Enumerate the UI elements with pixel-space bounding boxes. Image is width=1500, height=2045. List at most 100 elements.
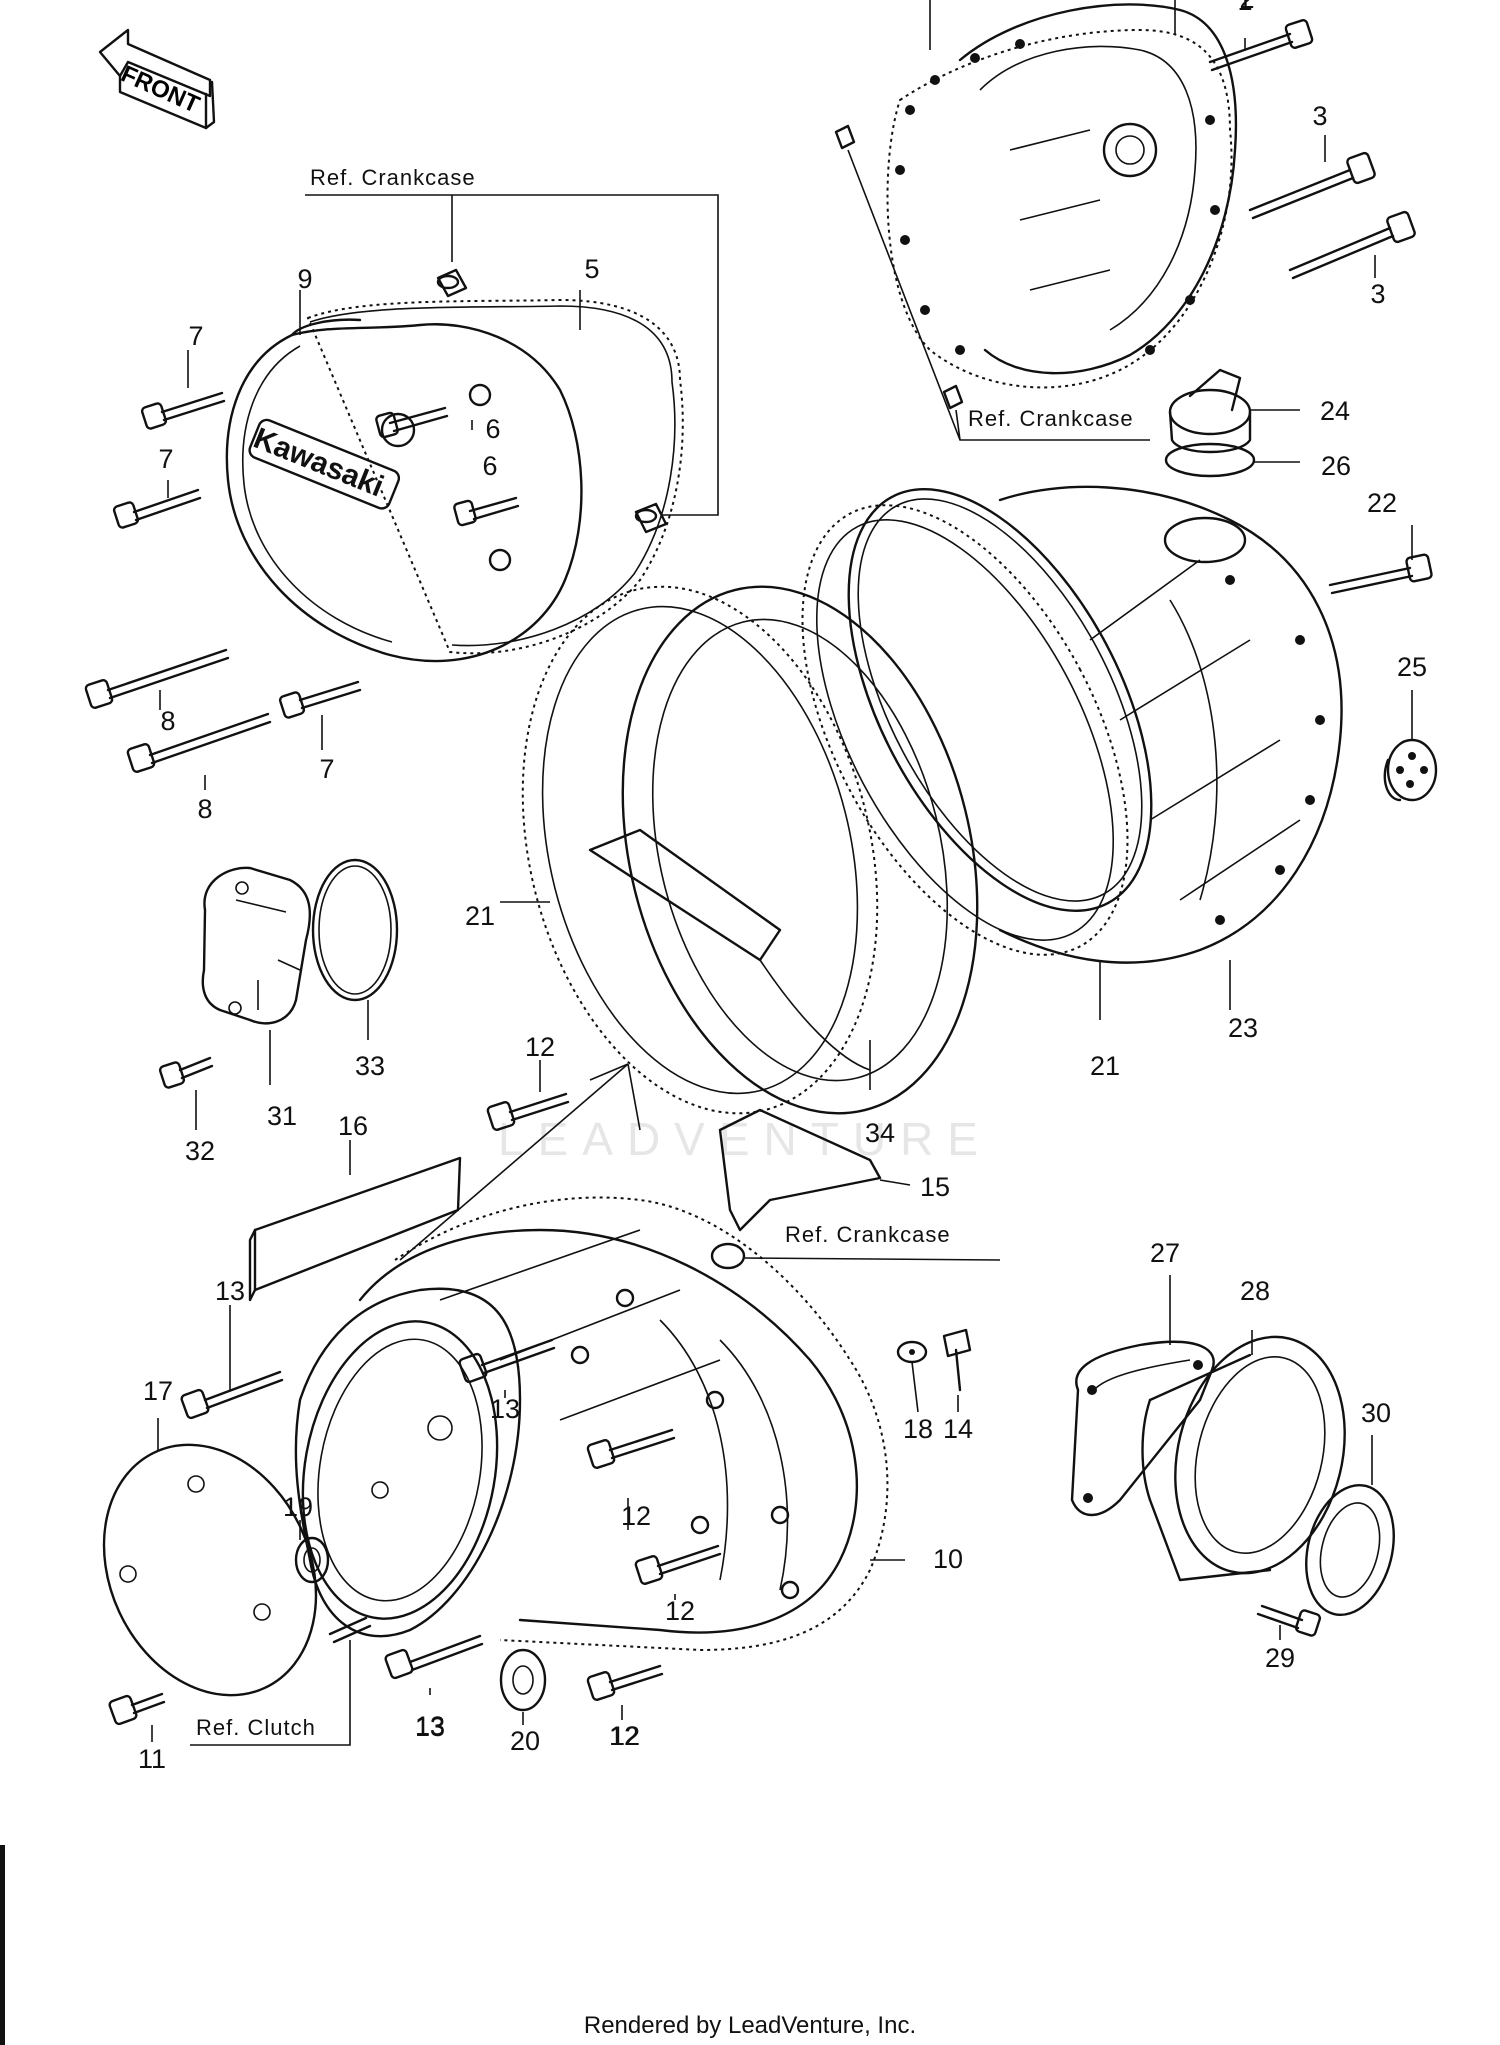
strip-16 <box>248 1140 462 1302</box>
oil-filler-cap-24 <box>1168 368 1300 454</box>
left-edge-mark <box>0 1845 5 2045</box>
bolt-3-a <box>1248 151 1376 220</box>
bolt-32 <box>158 1056 214 1130</box>
bolt-12-b <box>634 1544 722 1585</box>
callout-29: 29 <box>1265 1643 1295 1673</box>
callout-3-a: 3 <box>1312 101 1327 131</box>
callout-21-a: 21 <box>465 901 495 931</box>
watermark: LEADVENTURE <box>498 1113 992 1165</box>
ref-clutch-bracket: Ref. Clutch <box>190 1616 372 1746</box>
callout-15: 15 <box>920 1172 950 1202</box>
callout-14: 14 <box>943 1414 973 1444</box>
bolt-2 <box>1208 19 1314 72</box>
side-cover-10 <box>294 1196 905 1652</box>
outer-cover-9: Kawasaki <box>225 318 583 663</box>
callout-23: 23 <box>1228 1013 1258 1043</box>
gasket-27 <box>1070 1275 1215 1517</box>
bolt-8-b <box>126 712 272 773</box>
oil-seal-30 <box>1305 1435 1395 1617</box>
callout-13-d: 13 <box>415 1712 445 1742</box>
callout-21-b: 21 <box>1090 1051 1120 1081</box>
callout-13-a: 13 <box>215 1276 245 1306</box>
bolt-7-b <box>112 488 202 529</box>
callout-24: 24 <box>1320 396 1350 426</box>
dowel-pin-upper <box>436 268 468 298</box>
callout-7-b: 7 <box>158 444 173 474</box>
callout-12-a: 12 <box>525 1032 555 1062</box>
callout-3-b: 3 <box>1370 279 1385 309</box>
housing-1-top <box>886 3 1238 389</box>
ref-clutch-label: Ref. Clutch <box>196 1715 316 1740</box>
callout-8-b: 8 <box>197 794 212 824</box>
callout-27: 27 <box>1150 1238 1180 1268</box>
ref-crankcase-bracket-right: Ref. Crankcase <box>834 124 1150 441</box>
ref-crankcase-bracket-middle: Ref. Crankcase <box>710 1222 1001 1270</box>
gasket-21-left <box>521 585 879 1115</box>
callout-18: 18 <box>903 1414 933 1444</box>
bolt-12-top <box>486 1092 570 1131</box>
callout-19: 19 <box>283 1492 313 1522</box>
cover-31 <box>201 866 312 1025</box>
callout-2: 2 <box>1239 0 1254 14</box>
callout-6-a: 6 <box>485 414 500 444</box>
o-ring-33 <box>311 858 399 1040</box>
front-arrow-icon: FRONT <box>98 28 216 130</box>
washer-18 <box>896 1340 928 1413</box>
inner-cover-34 <box>588 585 979 1115</box>
ref-crankcase-label-1: Ref. Crankcase <box>310 165 476 190</box>
callout-26: 26 <box>1321 451 1351 481</box>
callout-20: 20 <box>510 1726 540 1756</box>
callout-17: 17 <box>143 1376 173 1406</box>
callout-6-b: 6 <box>482 451 497 481</box>
bolt-11 <box>108 1692 166 1742</box>
bolt-7-a <box>140 391 226 430</box>
kawasaki-plate <box>248 418 401 510</box>
callout-34: 34 <box>865 1118 895 1148</box>
housing-28 <box>1141 1330 1346 1582</box>
callout-5: 5 <box>584 254 599 284</box>
bolt-12-a <box>586 1428 676 1469</box>
callout-1: 1 <box>1237 0 1252 16</box>
bolt-6-upper <box>375 406 449 439</box>
dowel-pin-lower <box>634 502 668 534</box>
bolt-13-a <box>180 1305 284 1420</box>
plug-20 <box>499 1648 547 1712</box>
callout-10: 10 <box>933 1544 963 1574</box>
callout-13-b: 13 <box>490 1394 520 1424</box>
oil-seal-19 <box>294 1520 330 1584</box>
bolt-12-c <box>586 1664 664 1701</box>
o-ring-26 <box>1164 442 1300 478</box>
callout-28: 28 <box>1240 1276 1270 1306</box>
callout-25: 25 <box>1397 652 1427 682</box>
bolt-3-b <box>1288 210 1416 280</box>
bolt-7-c <box>278 680 362 719</box>
callout-13-c: 13 <box>415 1711 445 1741</box>
callout-12-d: 12 <box>609 1721 639 1751</box>
gasket-21-right <box>801 504 1129 956</box>
bolt-14 <box>942 1328 972 1412</box>
bolt-8-a <box>84 648 230 709</box>
callout-30: 30 <box>1361 1398 1391 1428</box>
callout-7-c: 7 <box>319 754 334 784</box>
callout-11: 11 <box>138 1744 166 1774</box>
bolt-22 <box>1328 553 1433 595</box>
bracket-15 <box>718 1108 911 1232</box>
ref-crankcase-bracket-top: Ref. Crankcase <box>305 165 719 516</box>
callout-8-a: 8 <box>160 706 175 736</box>
callout-32: 32 <box>185 1136 215 1166</box>
cover-gasket-5 <box>306 298 684 655</box>
callout-12-e: 12 <box>610 1721 640 1751</box>
plug-25 <box>1383 738 1438 802</box>
callout-16: 16 <box>338 1111 368 1141</box>
callout-22: 22 <box>1367 488 1397 518</box>
footer-credit: Rendered by LeadVenture, Inc. <box>584 2012 916 2039</box>
ref-crankcase-label-2: Ref. Crankcase <box>968 406 1134 431</box>
callout-9: 9 <box>297 264 312 294</box>
callout-12-b: 12 <box>621 1501 651 1531</box>
bolt-6-lower <box>453 496 520 527</box>
bolt-13-c <box>384 1634 484 1680</box>
bolt-13-b <box>458 1338 556 1384</box>
clutch-cover-23 <box>847 485 1343 1010</box>
ref-crankcase-label-3: Ref. Crankcase <box>785 1222 951 1247</box>
